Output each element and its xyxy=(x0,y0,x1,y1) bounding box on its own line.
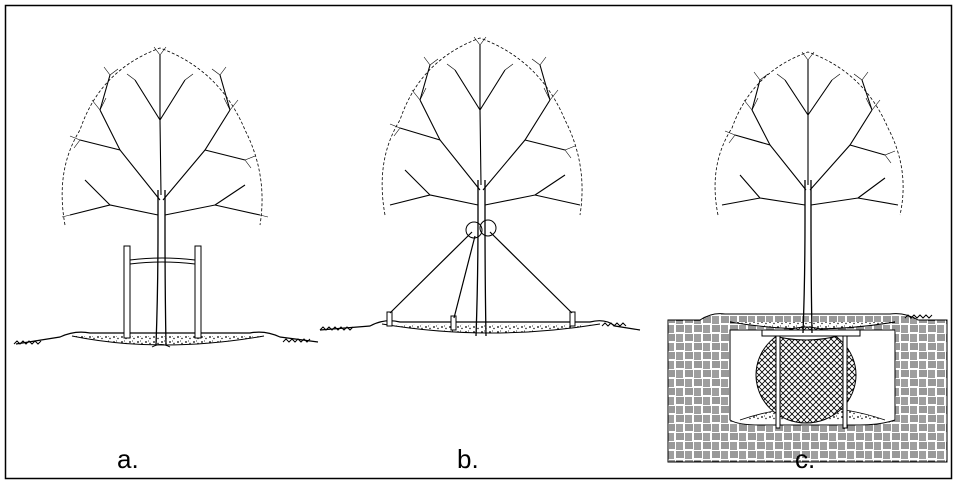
panel-a-drawing xyxy=(13,46,319,348)
panel-c-drawing xyxy=(667,51,948,463)
panel-label-c: c. xyxy=(795,444,816,474)
panel-label-b: b. xyxy=(457,444,479,474)
panel-b-drawing xyxy=(319,36,641,337)
frame-border xyxy=(4,4,953,480)
panel-label-a: a. xyxy=(117,444,139,474)
